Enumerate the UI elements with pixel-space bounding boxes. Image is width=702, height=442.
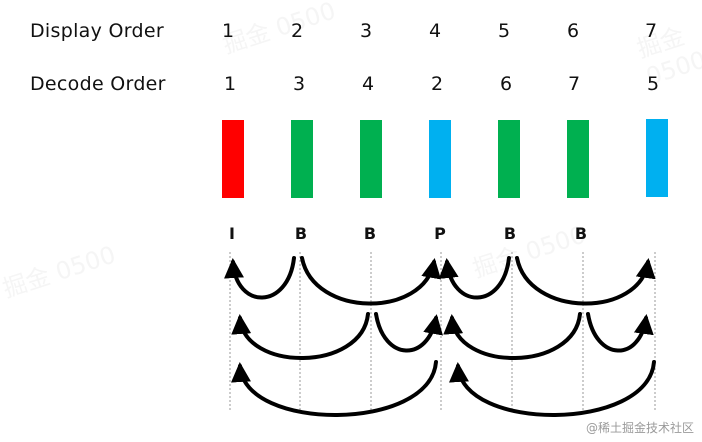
display-order-number: 1 (221, 20, 235, 42)
display-order-number: 2 (290, 20, 304, 42)
decode-order-number: 2 (430, 73, 444, 95)
reference-arrow (449, 360, 656, 417)
frame-type-label: B (363, 224, 377, 243)
display-order-number: 4 (428, 20, 442, 42)
decode-order-number: 4 (361, 73, 375, 95)
decode-order-number: 3 (292, 73, 306, 95)
frame-type-label: B (574, 224, 588, 243)
frame-type-label: P (434, 224, 446, 243)
display-order-number: 5 (497, 20, 511, 42)
frame-type-label: I (229, 224, 235, 243)
reference-arrow (224, 256, 296, 300)
reference-arrow (231, 312, 370, 360)
reference-arrow (231, 360, 438, 417)
frame-bar (567, 120, 589, 198)
reference-arrow (586, 312, 654, 353)
decode-order-number: 6 (499, 73, 513, 95)
frame-bar (498, 120, 520, 198)
display-order-number: 7 (644, 20, 658, 42)
reference-arrow (300, 256, 441, 306)
arrow-group (224, 256, 656, 417)
frame-type-label: B (294, 224, 308, 243)
display-order-label: Display Order (30, 20, 164, 42)
decode-order-number: 1 (223, 73, 237, 95)
display-order-number: 3 (359, 20, 373, 42)
frame-bar (291, 120, 313, 198)
frame-bar (646, 119, 668, 197)
reference-arrow (374, 312, 443, 353)
reference-arrow (438, 256, 511, 300)
frame-bar (360, 120, 382, 198)
frame-bar (429, 120, 451, 198)
decode-order-number: 7 (567, 73, 581, 95)
decode-order-number: 5 (646, 73, 660, 95)
credit-text: @稀土掘金技术社区 (585, 421, 694, 435)
frame-type-label: B (503, 224, 517, 243)
decode-order-label: Decode Order (30, 73, 166, 95)
reference-arrow (515, 256, 656, 306)
frame-bar (222, 120, 244, 198)
display-order-number: 6 (566, 20, 580, 42)
reference-arrow (443, 312, 582, 360)
